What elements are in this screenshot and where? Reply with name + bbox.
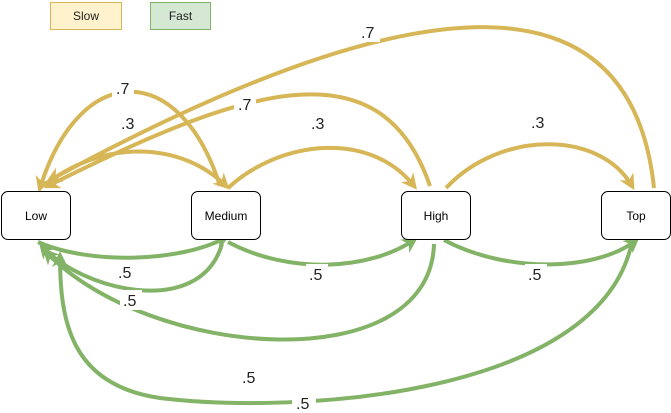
label-fast-medium-low: .5 <box>123 293 136 310</box>
node-medium: Medium <box>191 191 261 240</box>
node-low: Low <box>1 191 71 240</box>
label-fast-high-top: .5 <box>528 267 541 284</box>
node-high: High <box>401 191 471 240</box>
edge-fast-low-medium <box>37 235 230 260</box>
node-high-label: High <box>423 208 449 223</box>
label-fast-medium-high: .5 <box>309 267 322 284</box>
legend-fast: Fast <box>150 2 211 30</box>
node-medium-label: Medium <box>204 208 248 223</box>
legend-slow-label: Slow <box>72 9 99 23</box>
label-slow-top-low: .7 <box>361 25 374 42</box>
node-low-label: Low <box>24 208 47 223</box>
label-slow-low-medium: .3 <box>121 116 134 133</box>
label-fast-top-low: .5 <box>296 396 309 413</box>
label-fast-high-low: .5 <box>242 370 255 387</box>
label-slow-medium-high: .3 <box>311 116 324 133</box>
node-top-label: Top <box>626 208 646 223</box>
edge-slow-medium-high <box>226 146 417 190</box>
label-slow-medium-low: .7 <box>116 81 129 98</box>
label-slow-high-low: .7 <box>238 97 251 114</box>
edge-slow-high-low <box>43 92 432 189</box>
node-top: Top <box>601 191 671 240</box>
edge-slow-high-top <box>444 142 635 191</box>
edge-slow-top-low <box>45 25 656 189</box>
edge-fast-high-low <box>42 243 436 342</box>
label-fast-low-medium: .5 <box>118 265 131 282</box>
edge-fast-medium-high <box>227 237 418 267</box>
label-slow-high-top: .3 <box>531 115 544 132</box>
edge-fast-high-top <box>443 236 640 267</box>
edge-fast-top-low <box>52 241 634 405</box>
legend-slow: Slow <box>50 2 122 30</box>
legend-fast-label: Fast <box>168 9 193 23</box>
